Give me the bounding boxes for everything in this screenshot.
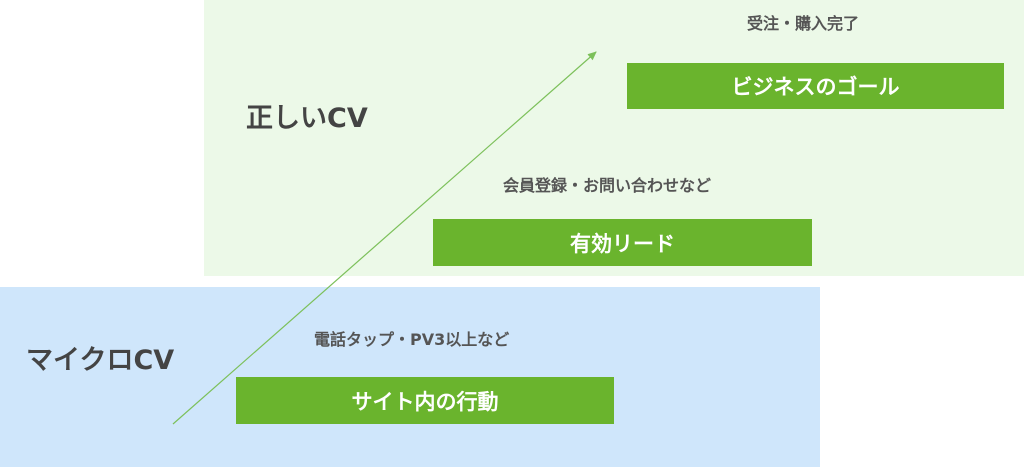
lead-caption: 会員登録・お問い合わせなど [503,176,712,195]
lead-label: 有効リード [570,231,675,256]
action-caption: 電話タップ・PV3以上など [314,330,510,349]
correct-cv-title: 正しいCV [246,103,368,134]
goal-box: ビジネスのゴール [627,63,1004,109]
lead-box: 有効リード [433,219,812,266]
micro-cv-title: マイクロCV [26,345,175,376]
goal-caption: 受注・購入完了 [747,14,860,33]
action-box: サイト内の行動 [236,377,614,424]
action-label: サイト内の行動 [351,389,499,414]
goal-label: ビジネスのゴール [731,75,900,99]
